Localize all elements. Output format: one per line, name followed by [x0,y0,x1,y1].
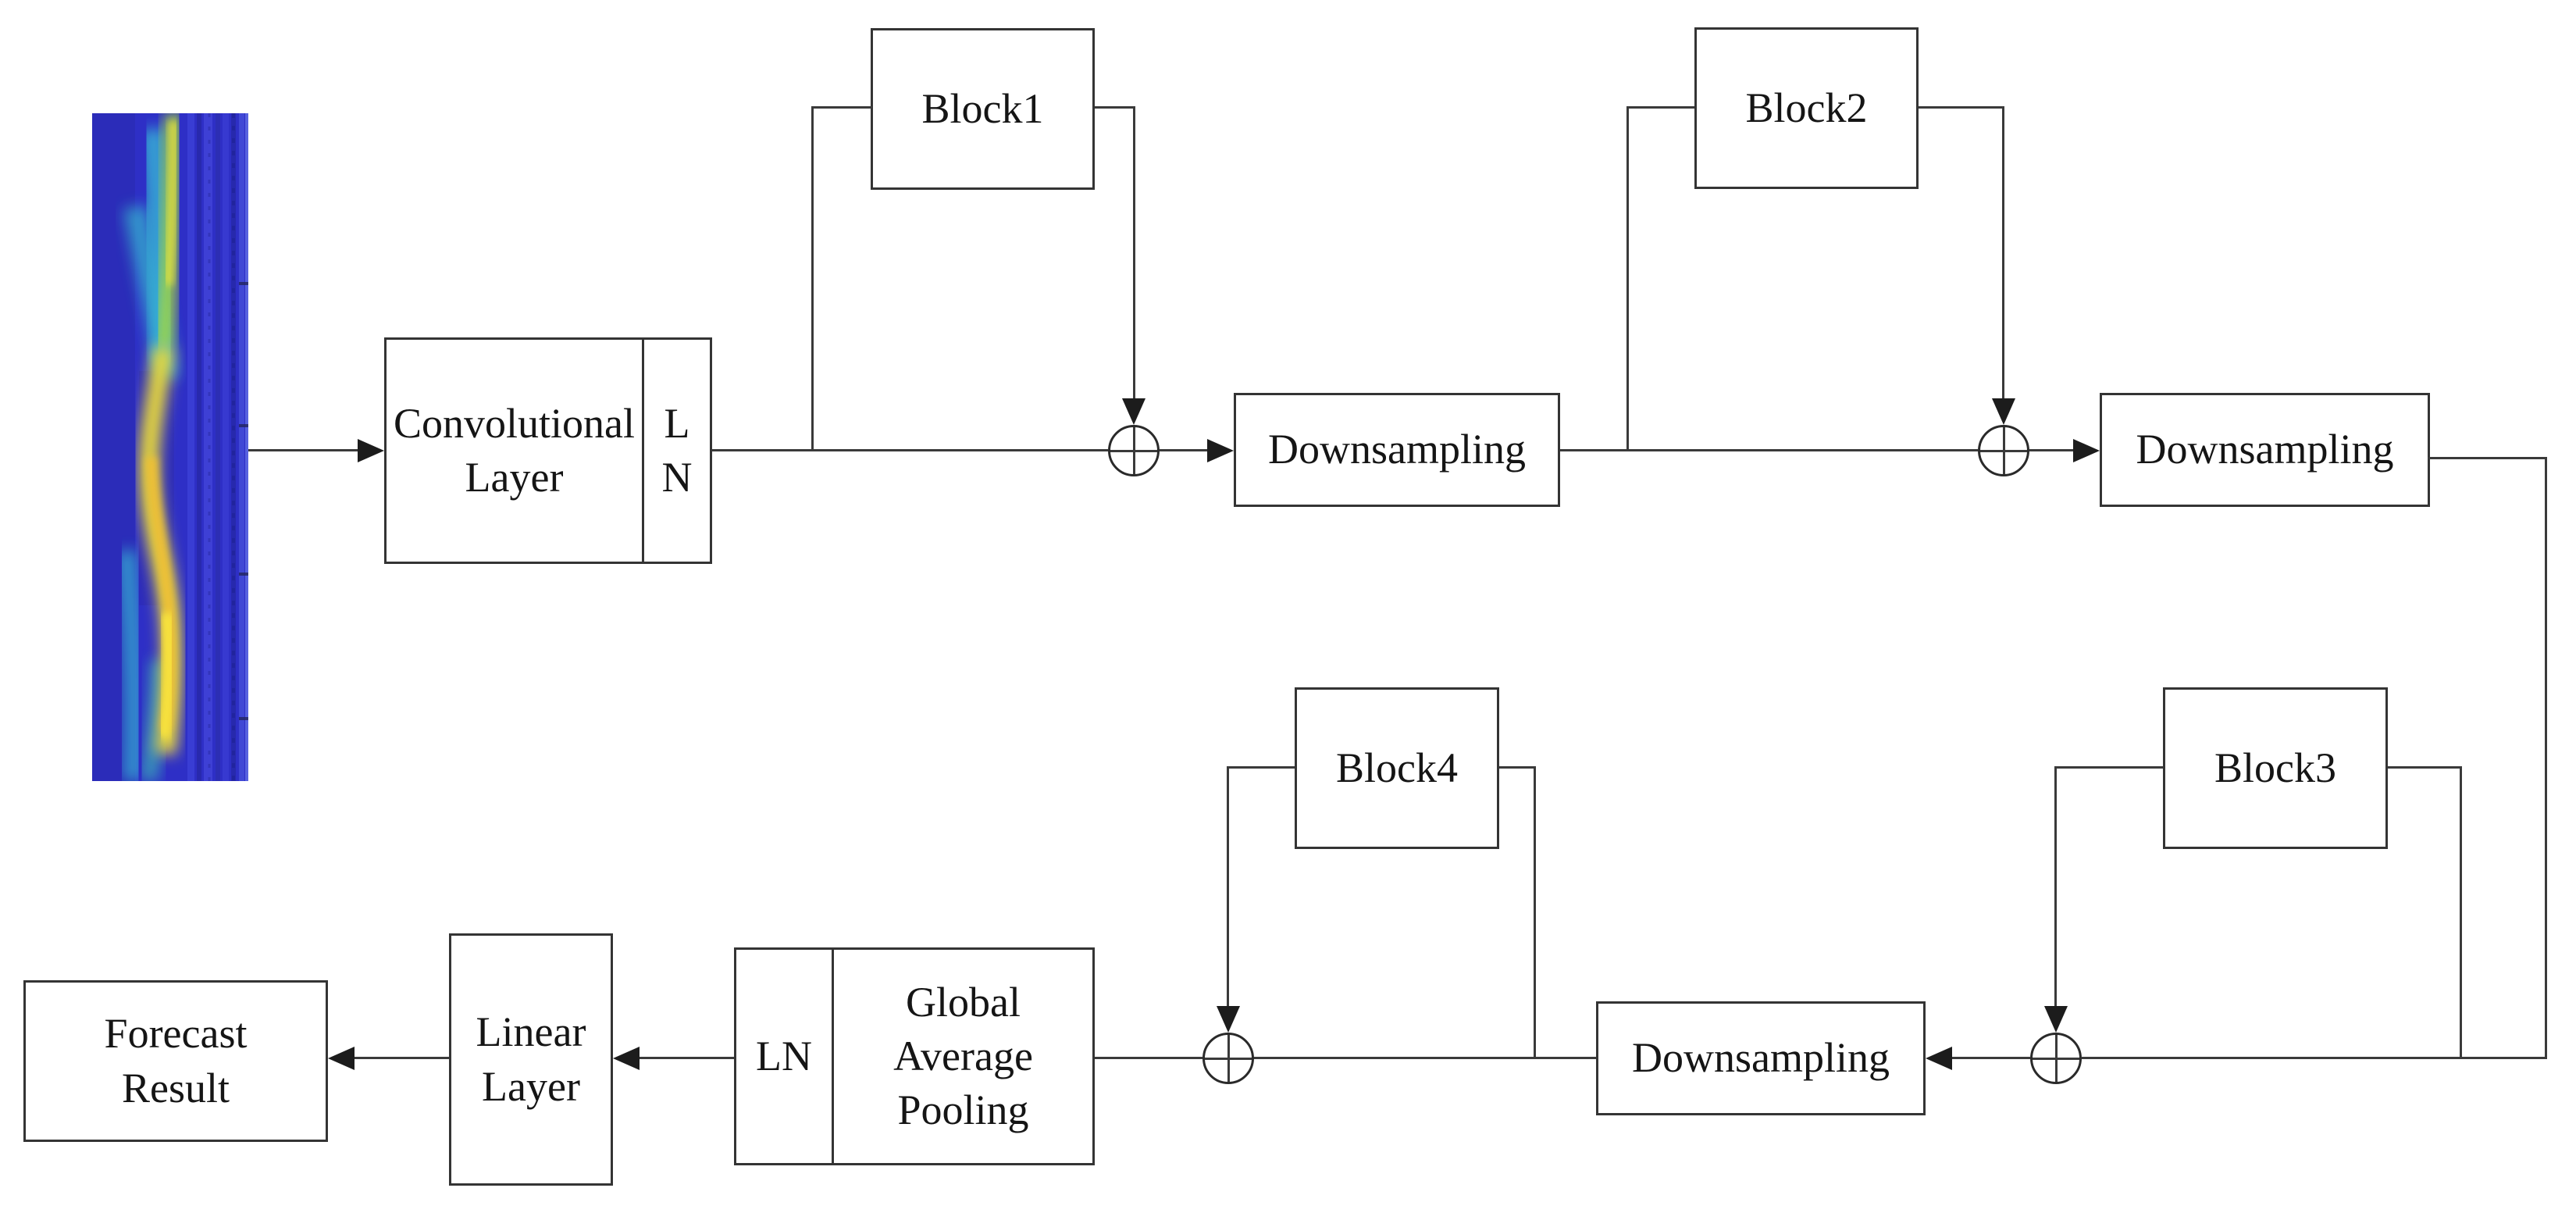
downsampling1-label: Downsampling [1268,426,1526,473]
arrowhead-into-downsampling3-icon [1926,1047,1952,1070]
right-edge-down-line [2545,457,2547,1059]
downsampling3-label: Downsampling [1632,1034,1890,1082]
gap-label-line2: Average [893,1032,1033,1079]
conv-layer-box: Convolutional Layer [384,337,644,564]
conv-layer-label-line1: Convolutional [394,399,635,447]
gap-label-line1: Global [906,978,1021,1026]
forecast-result-box: Forecast Result [23,980,328,1142]
global-average-pooling-box: Global Average Pooling [832,947,1095,1165]
connector-sum1-to-downsampling1 [1160,449,1207,451]
block4-output-line [1228,766,1295,769]
block2-down-line [2002,106,2004,398]
conv-layer-label-line2: Layer [465,454,564,501]
block2-box: Block2 [1694,27,1919,189]
input-spectrogram-image [92,113,248,781]
block4-down-line [1227,766,1229,1006]
block3-down-line [2054,766,2057,1006]
downsampling1-box: Downsampling [1234,393,1560,507]
block3-output-line [2056,766,2163,769]
layernorm-top-label-line1: L [664,399,690,447]
downsampling2-output-line [2428,457,2547,459]
gap-label-line3: Pooling [897,1086,1029,1134]
block2-output-line [1919,106,2004,109]
block2-label: Block2 [1745,84,1868,131]
connector-ln-to-sum1 [712,449,1108,451]
sum-junction-1 [1108,425,1160,476]
connector-gap-to-linear [640,1057,734,1059]
block4-label: Block4 [1336,744,1458,791]
branch4-into-block4-line [1499,766,1535,769]
downsampling3-box: Downsampling [1596,1001,1926,1115]
connector-linear-to-forecast [355,1057,449,1059]
sum-junction-3 [2030,1033,2082,1084]
connector-sum2-to-downsampling2 [2029,449,2073,451]
sum2-plus-vertical-icon [2002,427,2005,474]
branch2-up-line [1626,106,1629,451]
sum-junction-2 [1978,425,2029,476]
block1-label: Block1 [921,84,1044,132]
linear-layer-box: Linear Layer [449,933,613,1186]
arrowhead-into-sum1-icon [1122,398,1145,425]
bottom-line-right-segment [2082,1057,2547,1059]
branch4-up-line [1534,766,1536,1059]
arrowhead-into-downsampling1-icon [1207,439,1234,462]
block3-box: Block3 [2163,687,2388,849]
branch3-up-line [2460,766,2462,1059]
connector-downsampling1-to-sum2 [1560,449,1978,451]
spectrogram-ticks [239,282,248,720]
sum-junction-4 [1202,1033,1254,1084]
block4-box: Block4 [1295,687,1499,849]
arrowhead-into-linear-icon [613,1047,640,1070]
sum4-plus-vertical-icon [1227,1035,1230,1082]
arrowhead-into-sum2-icon [1992,398,2015,425]
block1-output-line [1095,106,1135,109]
layernorm-top-box: L N [642,337,712,564]
block1-box: Block1 [871,28,1095,190]
branch3-into-block3-line [2388,766,2462,769]
arrowhead-into-sum3-icon [2044,1006,2068,1033]
forecast-result-label-line2: Result [121,1064,230,1111]
downsampling2-label: Downsampling [2136,426,2394,473]
connector-input-to-conv [248,449,358,451]
arrowhead-into-downsampling2-icon [2073,439,2100,462]
connector-sum3-to-downsampling3 [1952,1057,2030,1059]
branch1-up-line [811,106,814,451]
layernorm-bottom-label: LN [756,1032,812,1079]
branch2-into-block2-line [1627,106,1694,109]
linear-layer-label-line1: Linear [476,1008,586,1056]
linear-layer-label-line2: Layer [482,1062,580,1110]
block1-down-line [1133,106,1135,398]
sum3-plus-vertical-icon [2054,1035,2058,1082]
branch1-into-block1-line [812,106,872,109]
connector-sum4-to-gap [1095,1057,1202,1059]
sum1-plus-vertical-icon [1132,427,1135,474]
forecast-result-label-line1: Forecast [104,1010,248,1058]
layernorm-bottom-box: LN [734,947,834,1165]
layernorm-top-label-line2: N [661,454,693,501]
downsampling2-box: Downsampling [2100,393,2430,507]
block3-label: Block3 [2214,744,2336,791]
connector-downsampling3-to-sum4 [1252,1057,1596,1059]
arrowhead-into-conv-icon [358,439,384,462]
arrowhead-into-sum4-icon [1217,1006,1240,1033]
arrowhead-into-forecast-icon [328,1047,355,1070]
